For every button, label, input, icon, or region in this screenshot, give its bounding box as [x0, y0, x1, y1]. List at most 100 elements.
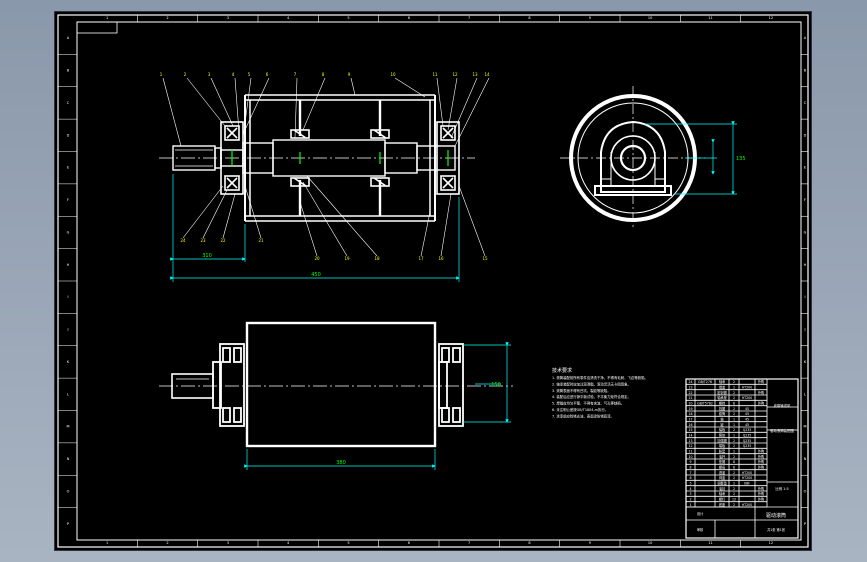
tech-req-line: 7. 涂漆前应除锈去油，表面涂防锈底漆。: [552, 413, 614, 418]
balloon-label: 19: [344, 256, 350, 261]
parts-list-cell: 22: [688, 391, 692, 395]
front-dimensions: [170, 174, 460, 282]
parts-list-cell: 轴承: [719, 491, 726, 496]
parts-list-cell: 14: [688, 433, 692, 437]
frame-col-label: 6: [408, 541, 410, 545]
parts-list-cell: 2: [733, 391, 735, 395]
parts-list-cell: 2: [733, 449, 735, 453]
frame-col-label: 5: [347, 541, 349, 545]
parts-list-cell: 18: [688, 412, 692, 416]
parts-list-cell: 16: [688, 423, 692, 427]
balloon-label: 23: [200, 238, 206, 243]
parts-list-cell: 8: [733, 465, 735, 469]
parts-list-cell: 08F: [744, 481, 750, 485]
parts-list-cell: 12: [732, 497, 736, 501]
parts-list-cell: 底座: [719, 502, 726, 507]
balloon-label: 9: [348, 72, 351, 77]
parts-list-cell: 油杯: [719, 454, 726, 459]
frame-row-label: B: [804, 69, 807, 73]
balloon-label: 11: [432, 72, 438, 77]
title-block-sheet: 共1张 第1张: [767, 527, 786, 532]
balloon-label: 21: [258, 238, 264, 243]
frame-row-label: N: [67, 457, 70, 461]
fit-marks: [231, 150, 449, 166]
parts-list-cell: 垫圈: [719, 459, 725, 464]
frame-col-label: 12: [769, 541, 773, 545]
parts-list-cell: 端盖: [719, 384, 726, 389]
parts-list-cell: 闷盖: [719, 475, 726, 480]
parts-list-cell: 45: [745, 412, 749, 416]
parts-list-cell: 2: [733, 412, 735, 416]
frame-row-label: K: [67, 360, 70, 364]
frame-row-label: E: [804, 166, 806, 170]
parts-list-cell: 2: [733, 444, 735, 448]
parts-list-cell: 15: [688, 428, 692, 432]
parts-list-cell: 3: [689, 492, 691, 496]
parts-list-cell: 45: [745, 407, 749, 411]
parts-list-cell: 外购: [758, 464, 764, 469]
frame-row-label: L: [67, 392, 69, 396]
frame-col-label: 10: [648, 16, 652, 20]
parts-list-cell: 外购: [758, 448, 764, 453]
frame-row-label: I: [804, 295, 805, 299]
parts-list-cell: 2: [733, 481, 735, 485]
parts-list-cell: 挡圈: [719, 406, 725, 411]
parts-list-cell: 19: [688, 407, 692, 411]
parts-list-cell: 外购: [758, 491, 764, 496]
balloon-label: 24: [180, 238, 186, 243]
tech-req-line: 5. 焊缝应均匀平整，不得有夹渣、气孔等缺陷。: [552, 401, 624, 406]
parts-list-cell: 2: [733, 385, 735, 389]
parts-list-cell: 8: [733, 460, 735, 464]
parts-list-cell: 5: [689, 481, 691, 485]
frame-col-label: 7: [468, 16, 470, 20]
parts-list-cell: 外购: [758, 400, 764, 405]
parts-list-cell: 加强圈: [717, 438, 727, 443]
title-block-drawing-name: 驱动滚筒装配图: [770, 428, 794, 433]
frame-row-label: H: [67, 263, 70, 267]
parts-list-cell: 调整垫: [717, 480, 727, 485]
frame-row-label: H: [804, 263, 807, 267]
parts-list-cell: 1: [733, 417, 735, 421]
dim-flange-span: 310: [202, 253, 212, 259]
parts-list-cell: 8: [733, 401, 735, 405]
hub-bosses: [290, 129, 390, 187]
balloon-label: 2: [184, 72, 187, 77]
frame-col-label: 12: [769, 16, 773, 20]
parts-list-cell: 螺母: [719, 464, 725, 469]
parts-list-cell: 油封: [719, 486, 726, 491]
top-shaft-end: [171, 373, 214, 399]
dim-overall-length: 450: [311, 272, 321, 278]
parts-list-cell: 2: [733, 476, 735, 480]
frame-row-label: J: [66, 328, 68, 332]
frame-col-label: 6: [408, 16, 410, 20]
frame-col-label: 2: [166, 16, 168, 20]
parts-list-cell: 外购: [758, 459, 764, 464]
frame-row-label: J: [803, 328, 805, 332]
parts-list-cell: 螺钉: [719, 496, 726, 501]
balloon-label: 5: [248, 72, 251, 77]
parts-list-cell: 7: [689, 471, 691, 475]
frame-col-label: 10: [648, 541, 652, 545]
top-bearing-left: [212, 343, 245, 427]
dim-drum-length: 380: [336, 460, 346, 466]
frame-row-label: M: [803, 425, 806, 429]
parts-list-cell: 10: [688, 455, 692, 459]
frame-row-label: O: [804, 489, 807, 493]
frame-row-label: D: [804, 133, 807, 137]
balloon-label: 13: [472, 72, 478, 77]
title-block-main-title: 驱动滚筒: [766, 512, 786, 519]
parts-list-cell: 2: [689, 497, 691, 501]
parts-list-cell: 2: [733, 439, 735, 443]
frame-row-label: D: [67, 133, 70, 137]
balloon-label: 15: [482, 256, 488, 261]
parts-list-cell: 轴承座: [717, 395, 727, 400]
balloon-leaders: [162, 77, 490, 257]
dim-side-height: 135: [736, 156, 746, 162]
balloon-label: 6: [266, 72, 269, 77]
frame-col-label: 1: [106, 16, 108, 20]
tech-req-line: 4. 装配后应进行静平衡试验，不平衡力矩符合规定。: [552, 394, 631, 399]
parts-list-cell: Q235: [743, 439, 752, 443]
